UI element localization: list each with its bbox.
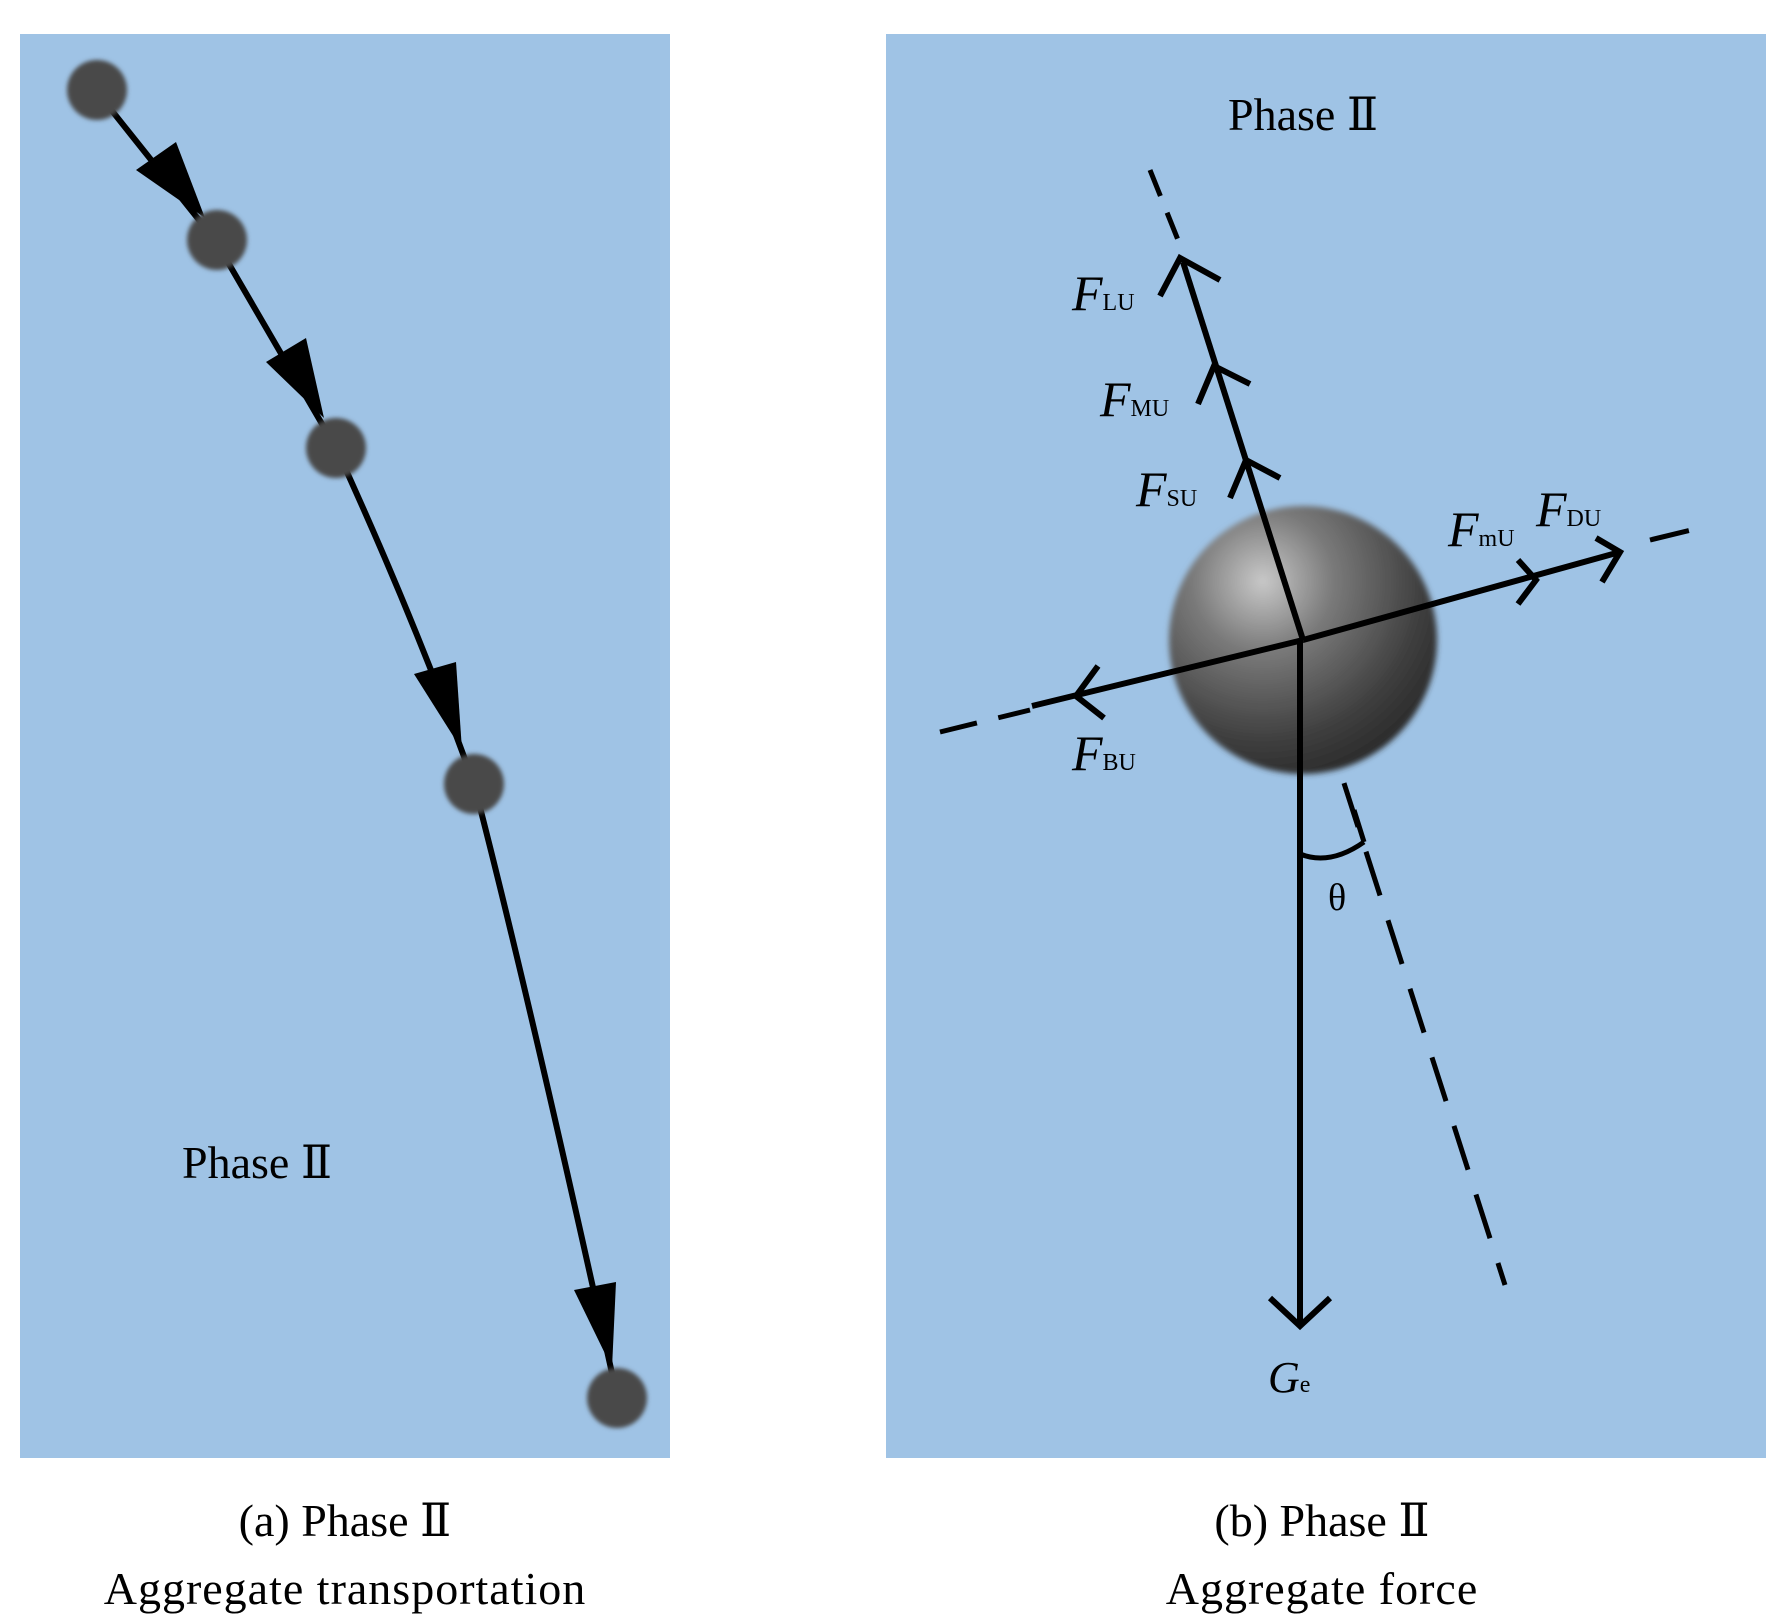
panel-a-fluid-region [20, 34, 670, 1458]
trajectory-arrow-2 [266, 338, 324, 418]
caption-a-line1: (a) Phase Ⅱ [239, 1495, 452, 1546]
arrowhead-gravity [1267, 1295, 1333, 1331]
particle-1 [67, 60, 127, 120]
panel-b-region-label: Phase Ⅱ [1228, 89, 1378, 140]
angle-arc [1299, 839, 1366, 861]
label-basset-force: FBU [1071, 725, 1136, 781]
label-angle-theta: θ [1328, 877, 1346, 919]
caption-b-line1: (b) Phase Ⅱ [1214, 1495, 1429, 1546]
panel-a-region-label: Phase Ⅱ [182, 1137, 332, 1188]
label-magnus-force: FMU [1099, 371, 1169, 427]
arrowhead-lift [1157, 253, 1222, 298]
caption-b-line2: Aggregate force [1166, 1563, 1479, 1614]
label-lift-force: FLU [1071, 265, 1135, 321]
axis-dashed-right [1649, 523, 1709, 543]
label-drag-force: FDU [1535, 481, 1601, 537]
particle-3 [306, 418, 366, 478]
arrowhead-saffman [1227, 455, 1282, 500]
axis-dashed-upper [1147, 169, 1181, 241]
caption-a-line2: Aggregate transportation [104, 1563, 587, 1614]
trajectory-arrow-4 [574, 1282, 616, 1368]
arrowhead-magnus [1195, 361, 1252, 406]
trajectory-particles [67, 60, 647, 1428]
trajectory-arrow-1 [136, 142, 205, 218]
label-saffman-force: FSU [1135, 461, 1197, 517]
arrowhead-virtual-mass [1515, 557, 1540, 606]
trajectory-arrow-3 [414, 662, 462, 750]
label-virtual-mass-force: FmU [1447, 501, 1515, 557]
arrowhead-drag [1594, 535, 1625, 584]
panel-b: Phase Ⅱ FLU FMU FSU [886, 34, 1766, 1458]
particle-5 [587, 1368, 647, 1428]
particle-2 [187, 210, 247, 270]
particle-4 [444, 754, 504, 814]
axis-dashed-left [939, 707, 1031, 735]
force-line-drag [1302, 549, 1621, 643]
arrowhead-basset [1071, 664, 1106, 721]
angle-tick [1351, 809, 1367, 843]
panel-a: Phase Ⅱ [20, 34, 670, 1458]
force-line-lift [1180, 261, 1306, 641]
label-gravity-force: Ge [1268, 1353, 1310, 1402]
